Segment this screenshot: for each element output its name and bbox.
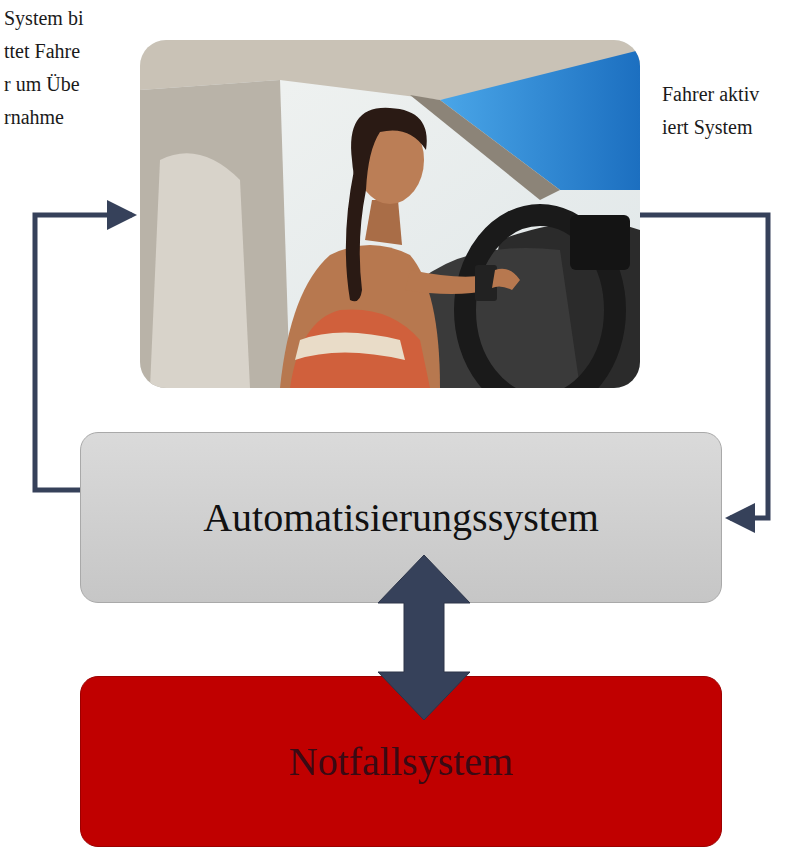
driver-photo bbox=[140, 40, 640, 388]
automation-box: Automatisierungssystem bbox=[80, 432, 722, 603]
double-block-arrow bbox=[378, 555, 470, 720]
emergency-box: Notfallsystem bbox=[80, 676, 722, 847]
arrow-label: System bittet Fahrer um Übernahme bbox=[4, 2, 84, 134]
box-label: Notfallsystem bbox=[289, 739, 513, 785]
arrow-label: Fahrer aktiviert System bbox=[662, 78, 762, 144]
box-label: Automatisierungssystem bbox=[203, 495, 599, 541]
